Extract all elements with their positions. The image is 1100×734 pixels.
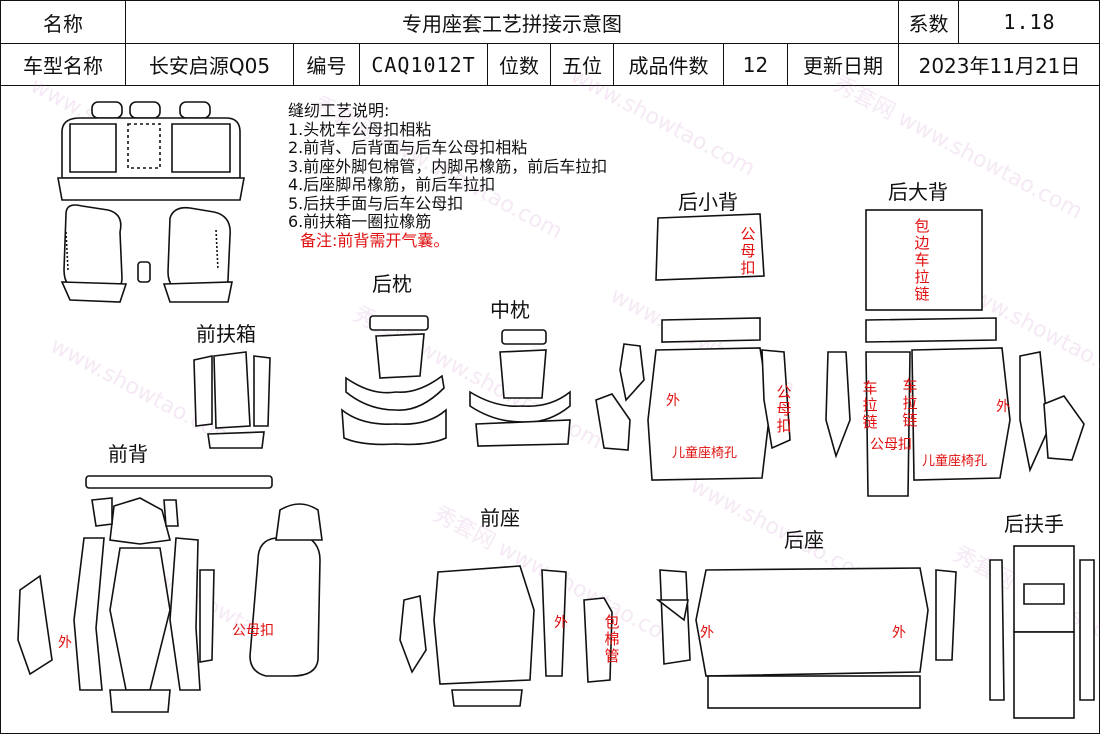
note-item: 5.后扶手面与后车公母扣 [288,193,464,213]
rear-headrest-pieces [341,315,447,446]
label-rear-small-back: 后小背 [678,190,738,214]
code-label: 编号 [293,43,360,86]
front-armbox-pieces [193,351,271,449]
note-item: 4.后座脚吊橡筋，前后车拉扣 [288,175,496,194]
date-label: 更新日期 [787,43,899,86]
mid-headrest-pieces [469,329,571,447]
mark-outer: 外 [700,625,714,641]
coef-value: 1.18 [958,0,1100,44]
mark-child-seat-hole: 儿童座椅孔 [672,446,738,461]
note-item: 2.前背、后背面与后车公母扣相粘 [288,138,528,157]
front-seat-pieces [399,565,613,707]
sheet-title: 专用座套工艺拼接示意图 [125,0,899,44]
label-rear-seat: 后座 [784,528,824,552]
label-front-back: 前背 [108,442,148,466]
mark-outer: 外 [554,615,568,631]
notes-heading: 缝纫工艺说明: [288,101,390,120]
label-mid-headrest: 中枕 [490,298,530,322]
pieces-value: 12 [723,43,788,86]
mark-snap-side: 公母扣 [776,383,792,435]
label-rear-armrest: 后扶手 [1004,512,1064,536]
mark-outer: 外 [892,625,906,641]
label-front-armbox: 前扶箱 [196,322,256,346]
mark-outer: 外 [666,393,680,409]
notes-remark: 备注:前背需开气囊。 [300,230,450,250]
mark-child-seat-hole: 儿童座椅孔 [922,454,988,469]
mark-zipper-right: 车拉链 [902,377,918,429]
sewing-notes: 缝纫工艺说明: 1.头枕车公母扣相粘 2.前背、后背面与后车公母扣相粘 3.前座… [288,101,608,250]
label-rear-big-back: 后大背 [888,180,948,204]
rear-seat-pieces [655,567,957,709]
mark-zipper-left: 车拉链 [862,379,878,431]
mark-snap-small-back: 公母扣 [740,225,756,277]
mark-snap-big-back: 公母扣 [870,437,912,453]
note-item: 1.头枕车公母扣相粘 [288,119,432,139]
rear-big-back-pieces [825,209,1085,497]
car-value: 长安启源Q05 [125,43,294,86]
mark-snap-front-back: 公母扣 [232,623,274,639]
note-item: 6.前扶箱一圈拉橡筋 [288,212,432,231]
mark-outer: 外 [58,635,72,651]
seats-label: 位数 [487,43,551,86]
mark-outer: 外 [996,399,1010,415]
rear-armrest-pieces [989,545,1095,719]
rear-small-back-pieces [595,213,791,481]
seat-overview-illustration [57,101,245,303]
label-rear-headrest: 后枕 [372,272,412,296]
mark-foam-tube: 包棉管 [604,613,620,665]
mark-edge-zipper: 包边车拉链 [914,217,930,303]
header-table: 名称 专用座套工艺拼接示意图 系数 1.18 车型名称 长安启源Q05 编号 C… [0,0,1100,86]
code-value: CAQ1012T [359,43,488,86]
pieces-label: 成品件数 [613,43,724,86]
note-item: 3.前座外脚包棉管，内脚吊橡筋，前后车拉扣 [288,156,608,176]
date-value: 2023年11月21日 [898,43,1100,86]
front-back-pieces [17,475,323,713]
car-label: 车型名称 [0,43,126,86]
seats-value: 五位 [550,43,614,86]
label-front-seat: 前座 [480,506,520,530]
